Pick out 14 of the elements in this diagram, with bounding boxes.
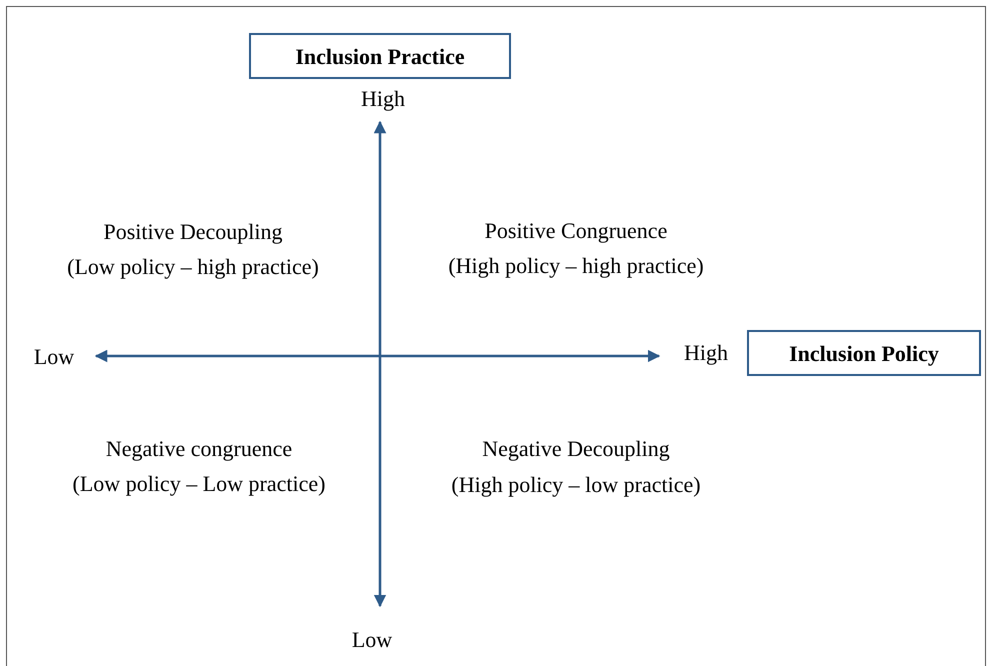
quadrant-title: Positive Decoupling [103, 221, 283, 243]
quadrant-subtitle: (High policy – low practice) [451, 474, 701, 496]
quadrant-subtitle: (Low policy – high practice) [67, 256, 319, 278]
axis-end-label: High [361, 88, 405, 110]
quadrant-title: Positive Congruence [484, 220, 668, 242]
quadrant-title: Negative congruence [106, 438, 292, 460]
axis-end-label: Low [34, 346, 74, 368]
axis-title-box: Inclusion Practice [249, 33, 511, 79]
quadrant-subtitle: (High policy – high practice) [448, 255, 704, 277]
axis-end-label: Low [352, 629, 392, 651]
quadrant-subtitle: (Low policy – Low practice) [72, 473, 326, 495]
quadrant-title: Negative Decoupling [482, 438, 670, 460]
axis-end-label: High [684, 342, 728, 364]
axis-title-box: Inclusion Policy [747, 330, 981, 376]
